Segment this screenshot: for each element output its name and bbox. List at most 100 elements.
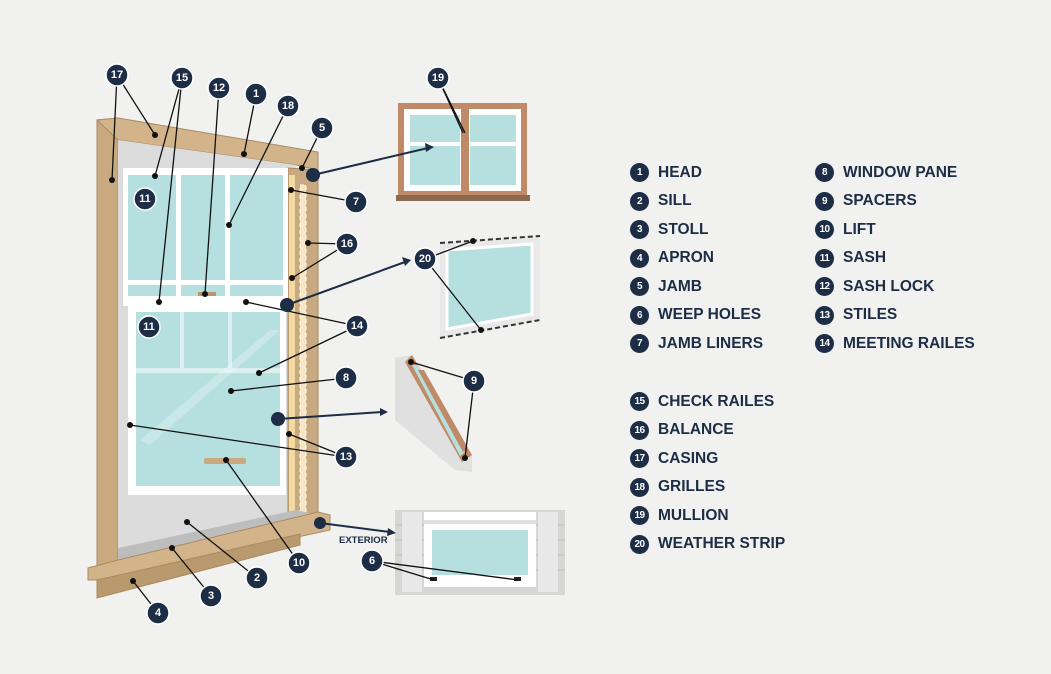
- stool: [87, 511, 331, 581]
- legend-item: 2 SILL: [630, 191, 692, 211]
- jamb-liner: [289, 175, 295, 515]
- callout-badge: [146, 601, 170, 625]
- spacers-inset: [395, 355, 472, 472]
- callout-badge: [276, 94, 300, 118]
- legend-item: 10 LIFT: [815, 220, 876, 239]
- callout-badge: [133, 187, 157, 211]
- legend-label: APRON: [658, 249, 714, 266]
- legend-number-badge: 3: [630, 220, 649, 239]
- legend-label: LIFT: [843, 220, 876, 238]
- legend-number-badge: 6: [630, 305, 649, 325]
- callout-number: 16: [341, 238, 353, 250]
- legend-label: STOLL: [658, 220, 709, 238]
- exterior-inset: [395, 510, 565, 595]
- glass-reflection: [140, 330, 280, 445]
- callout-badge: [360, 549, 384, 573]
- legend-number-badge: 10: [815, 220, 834, 239]
- callout-number: 15: [176, 72, 188, 84]
- legend-number-badge: 1: [630, 163, 649, 182]
- callout-badge: [207, 76, 231, 100]
- callout-badge: [199, 584, 223, 608]
- callout-number: 6: [369, 555, 375, 567]
- legend-item: 3 STOLL: [630, 220, 709, 239]
- legend-number-badge: 17: [630, 449, 649, 468]
- legend-item: 6 WEEP HOLES: [630, 305, 762, 325]
- legend-label: STILES: [843, 306, 898, 323]
- callout-badge: [334, 366, 358, 390]
- callout-badge: [287, 551, 311, 575]
- legend-label: SASH: [843, 249, 887, 266]
- legend-item: 9 SPACERS: [815, 191, 917, 211]
- legend-number-badge: 11: [815, 248, 834, 268]
- callout-number: 9: [471, 375, 477, 387]
- legend-label: JAMB LINERS: [658, 334, 764, 352]
- exterior-label: EXTERIOR: [339, 535, 388, 546]
- callout-number: 7: [353, 196, 359, 208]
- meeting-rail: [123, 296, 288, 306]
- callout-number: 4: [155, 607, 162, 619]
- weep-hole: [430, 577, 437, 581]
- callout-badge: [105, 63, 129, 87]
- legend-number-badge: 19: [630, 506, 649, 525]
- legend-item: 20 WEATHER STRIP: [630, 534, 786, 554]
- apron: [96, 533, 301, 599]
- legend-label: JAMB: [658, 277, 702, 295]
- callout-number: 14: [351, 320, 364, 332]
- callout-badge: [413, 247, 437, 271]
- legend-label: WEATHER STRIP: [658, 535, 786, 552]
- legend-item: 7 JAMB LINERS: [630, 334, 763, 353]
- callout-badge: [345, 314, 369, 338]
- legend-item: 1 HEAD: [630, 163, 702, 182]
- legend-label: CASING: [658, 449, 719, 467]
- legend-number-badge: 7: [630, 334, 649, 353]
- legend-number-badge: 14: [815, 334, 834, 353]
- callout-badge: [170, 66, 194, 90]
- legend-number-badge: 16: [630, 420, 649, 440]
- callout-number: 5: [319, 122, 325, 134]
- legend-number-badge: 8: [815, 163, 834, 182]
- legend-item: 13 STILES: [815, 305, 898, 325]
- callout-number: 18: [282, 100, 294, 112]
- legend-label: CHECK RAILES: [658, 392, 775, 410]
- legend-label: MULLION: [658, 506, 729, 524]
- inset-connector-arrows: [277, 147, 429, 533]
- callout-number: 11: [139, 193, 151, 205]
- legend-number-badge: 4: [630, 248, 649, 268]
- legend-label: MEETING RAILES: [843, 334, 975, 352]
- callout-number: 2: [254, 572, 260, 584]
- callout-number: 11: [143, 321, 155, 333]
- legend-label: WINDOW PANE: [843, 163, 958, 181]
- callout-number: 12: [213, 82, 225, 94]
- callout-badge: [137, 315, 161, 339]
- mullion-inset: [396, 103, 530, 201]
- legend-item: 4 APRON: [630, 248, 714, 268]
- window-pane: [136, 312, 280, 486]
- callout-badge: [310, 116, 334, 140]
- callout-badge: [462, 369, 486, 393]
- legend-number-badge: 2: [630, 191, 649, 211]
- legend-label: SILL: [658, 192, 692, 209]
- casing-left: [96, 117, 119, 596]
- legend-item: 17 CASING: [630, 449, 718, 468]
- callout-number: 3: [208, 590, 214, 602]
- callout-badge: [244, 82, 268, 106]
- legend-item: 8 WINDOW PANE: [815, 163, 957, 182]
- callout-number: 1: [253, 88, 259, 100]
- legend-number-badge: 13: [815, 305, 834, 325]
- weather-strip-inset: [439, 235, 541, 339]
- callout-badge: [334, 445, 358, 469]
- legend-label: WEEP HOLES: [658, 306, 762, 323]
- legend-number-badge: 9: [815, 191, 834, 211]
- legend-number-badge: 20: [630, 534, 649, 554]
- legend-label: HEAD: [658, 163, 702, 181]
- callout-number: 19: [432, 72, 444, 84]
- callout-number: 13: [340, 451, 352, 463]
- callout-number: 20: [419, 253, 431, 265]
- legend-label: SPACERS: [843, 192, 917, 209]
- legend-label: GRILLES: [658, 478, 726, 495]
